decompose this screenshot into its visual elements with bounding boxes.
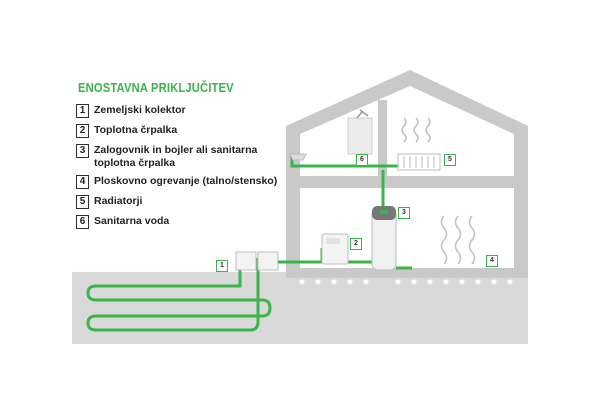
legend-item-6: 6 Sanitarna voda xyxy=(76,215,291,229)
legend-label: Ploskovno ogrevanje (talno/stensko) xyxy=(94,175,278,187)
storage-tank-display xyxy=(380,210,388,214)
heat-waves-lower xyxy=(440,215,476,265)
upper-floor-slab xyxy=(300,176,514,188)
tag-heat-pump: 2 xyxy=(350,238,362,250)
floor-heating-dots xyxy=(299,279,513,285)
legend-label: Toplotna črpalka xyxy=(94,124,178,136)
legend-label: Radiatorji xyxy=(94,195,143,207)
legend: 1 Zemeljski kolektor 2 Toplotna črpalka … xyxy=(76,104,291,235)
tag-storage-tank: 3 xyxy=(398,207,410,219)
legend-item-2: 2 Toplotna črpalka xyxy=(76,124,291,138)
sink xyxy=(289,153,307,161)
legend-number: 4 xyxy=(76,175,89,189)
ground xyxy=(72,272,528,344)
tag-ground-collector: 1 xyxy=(216,260,228,272)
shower-head xyxy=(356,109,369,119)
diagram-title: ENOSTAVNA PRIKLJUČITEV xyxy=(78,80,234,95)
legend-number: 3 xyxy=(76,144,89,158)
legend-number: 1 xyxy=(76,104,89,118)
heat-pump-panel xyxy=(326,238,340,244)
manifold-box-right xyxy=(257,251,279,271)
partition-wall xyxy=(378,100,387,176)
tag-floor-heating: 4 xyxy=(486,255,498,267)
legend-label: Zalogovnik in bojler ali sanitarna toplo… xyxy=(94,144,258,169)
legend-label: Zemeljski kolektor xyxy=(94,104,186,116)
legend-item-4: 4 Ploskovno ogrevanje (talno/stensko) xyxy=(76,175,291,189)
tag-sanitary-water: 6 xyxy=(356,154,368,166)
manifold-box-left xyxy=(235,251,257,271)
legend-item-5: 5 Radiatorji xyxy=(76,195,291,209)
ground-collector-pipe xyxy=(86,258,272,332)
tag-radiators: 5 xyxy=(444,154,456,166)
legend-number: 5 xyxy=(76,195,89,209)
sanitary-water-pipe xyxy=(290,156,383,168)
legend-item-3: 3 Zalogovnik in bojler ali sanitarna top… xyxy=(76,144,291,169)
legend-item-1: 1 Zemeljski kolektor xyxy=(76,104,291,118)
legend-number: 6 xyxy=(76,215,89,229)
legend-label: Sanitarna voda xyxy=(94,215,170,227)
radiator xyxy=(397,153,441,171)
shower xyxy=(347,117,373,155)
ground-floor-slab xyxy=(286,268,528,278)
heat-waves-upper xyxy=(401,117,431,143)
legend-number: 2 xyxy=(76,124,89,138)
